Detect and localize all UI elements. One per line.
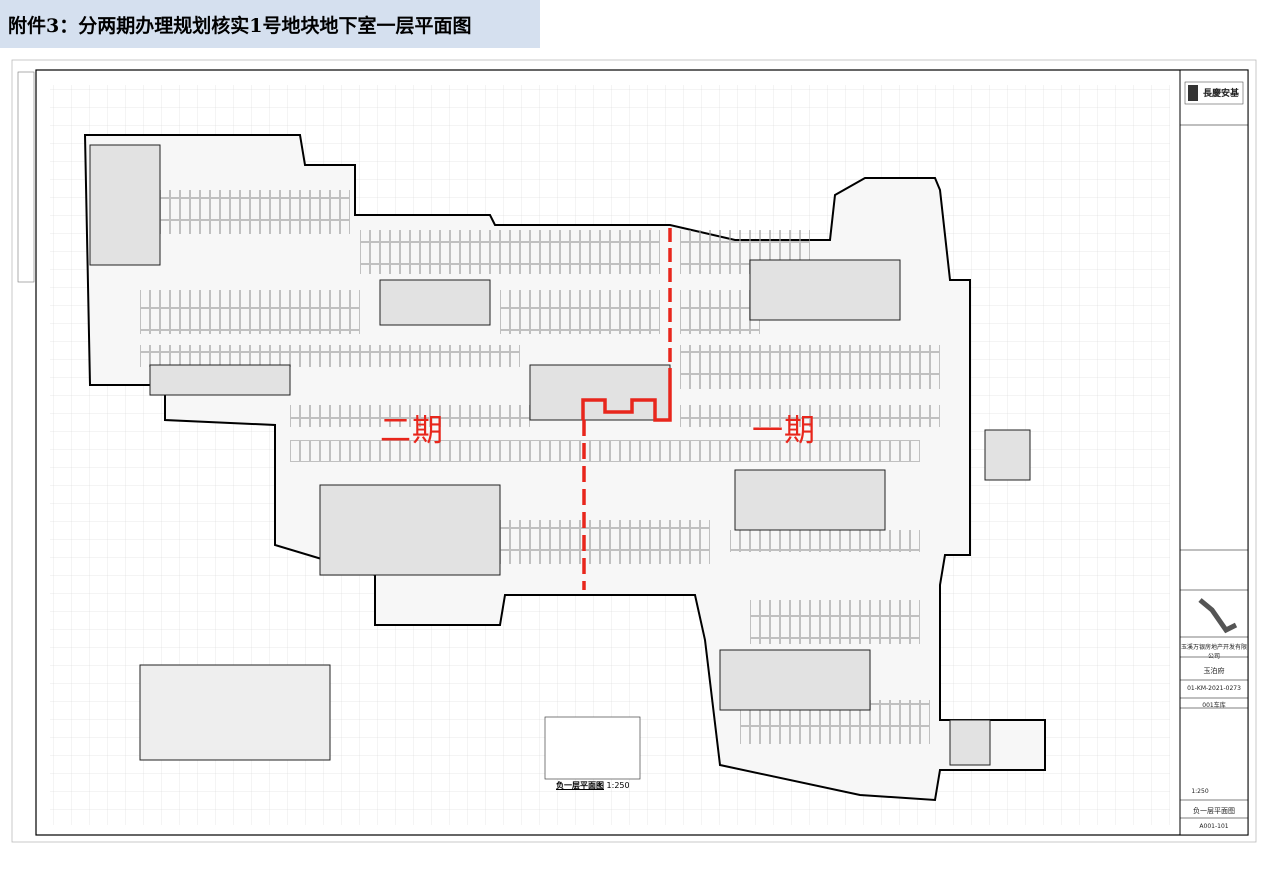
title-block [1179,69,1249,836]
parking-stalls [140,190,940,744]
sub-project: 001车库 [1202,702,1226,709]
inset-plan [139,664,331,761]
phase-1-label: 一期 [752,413,816,449]
phase-boundary-line [581,228,672,590]
client-name: 玉溪万银房地产开发有限公司 [1181,644,1248,660]
project-number: 01-KM-2021-0273 [1187,685,1241,692]
phase-2-label: 二期 [380,413,444,449]
sheet-title: 负一层平面图 [1193,807,1235,815]
drawing-title: 负一层平面图 [556,781,604,790]
building-cores [89,144,1031,766]
side-stamp [17,71,35,283]
drawing-scale: 1:250 [606,781,630,790]
page-title: 附件3：分两期办理规划核实1号地块地下室一层平面图 [8,15,472,37]
key-plan-map [1198,598,1238,634]
drawing-caption: 负一层平面图 1:250 [556,780,630,791]
page-header: 附件3：分两期办理规划核实1号地块地下室一层平面图 [0,0,540,48]
sheet-border [11,59,1257,843]
firm-logo: 長慶安基 [1202,89,1239,99]
sheet-number: A001-101 [1199,823,1229,830]
project-name: 玉泊府 [1203,667,1225,675]
scale-value: 1:250 [1191,788,1209,795]
legend-table [544,716,641,780]
